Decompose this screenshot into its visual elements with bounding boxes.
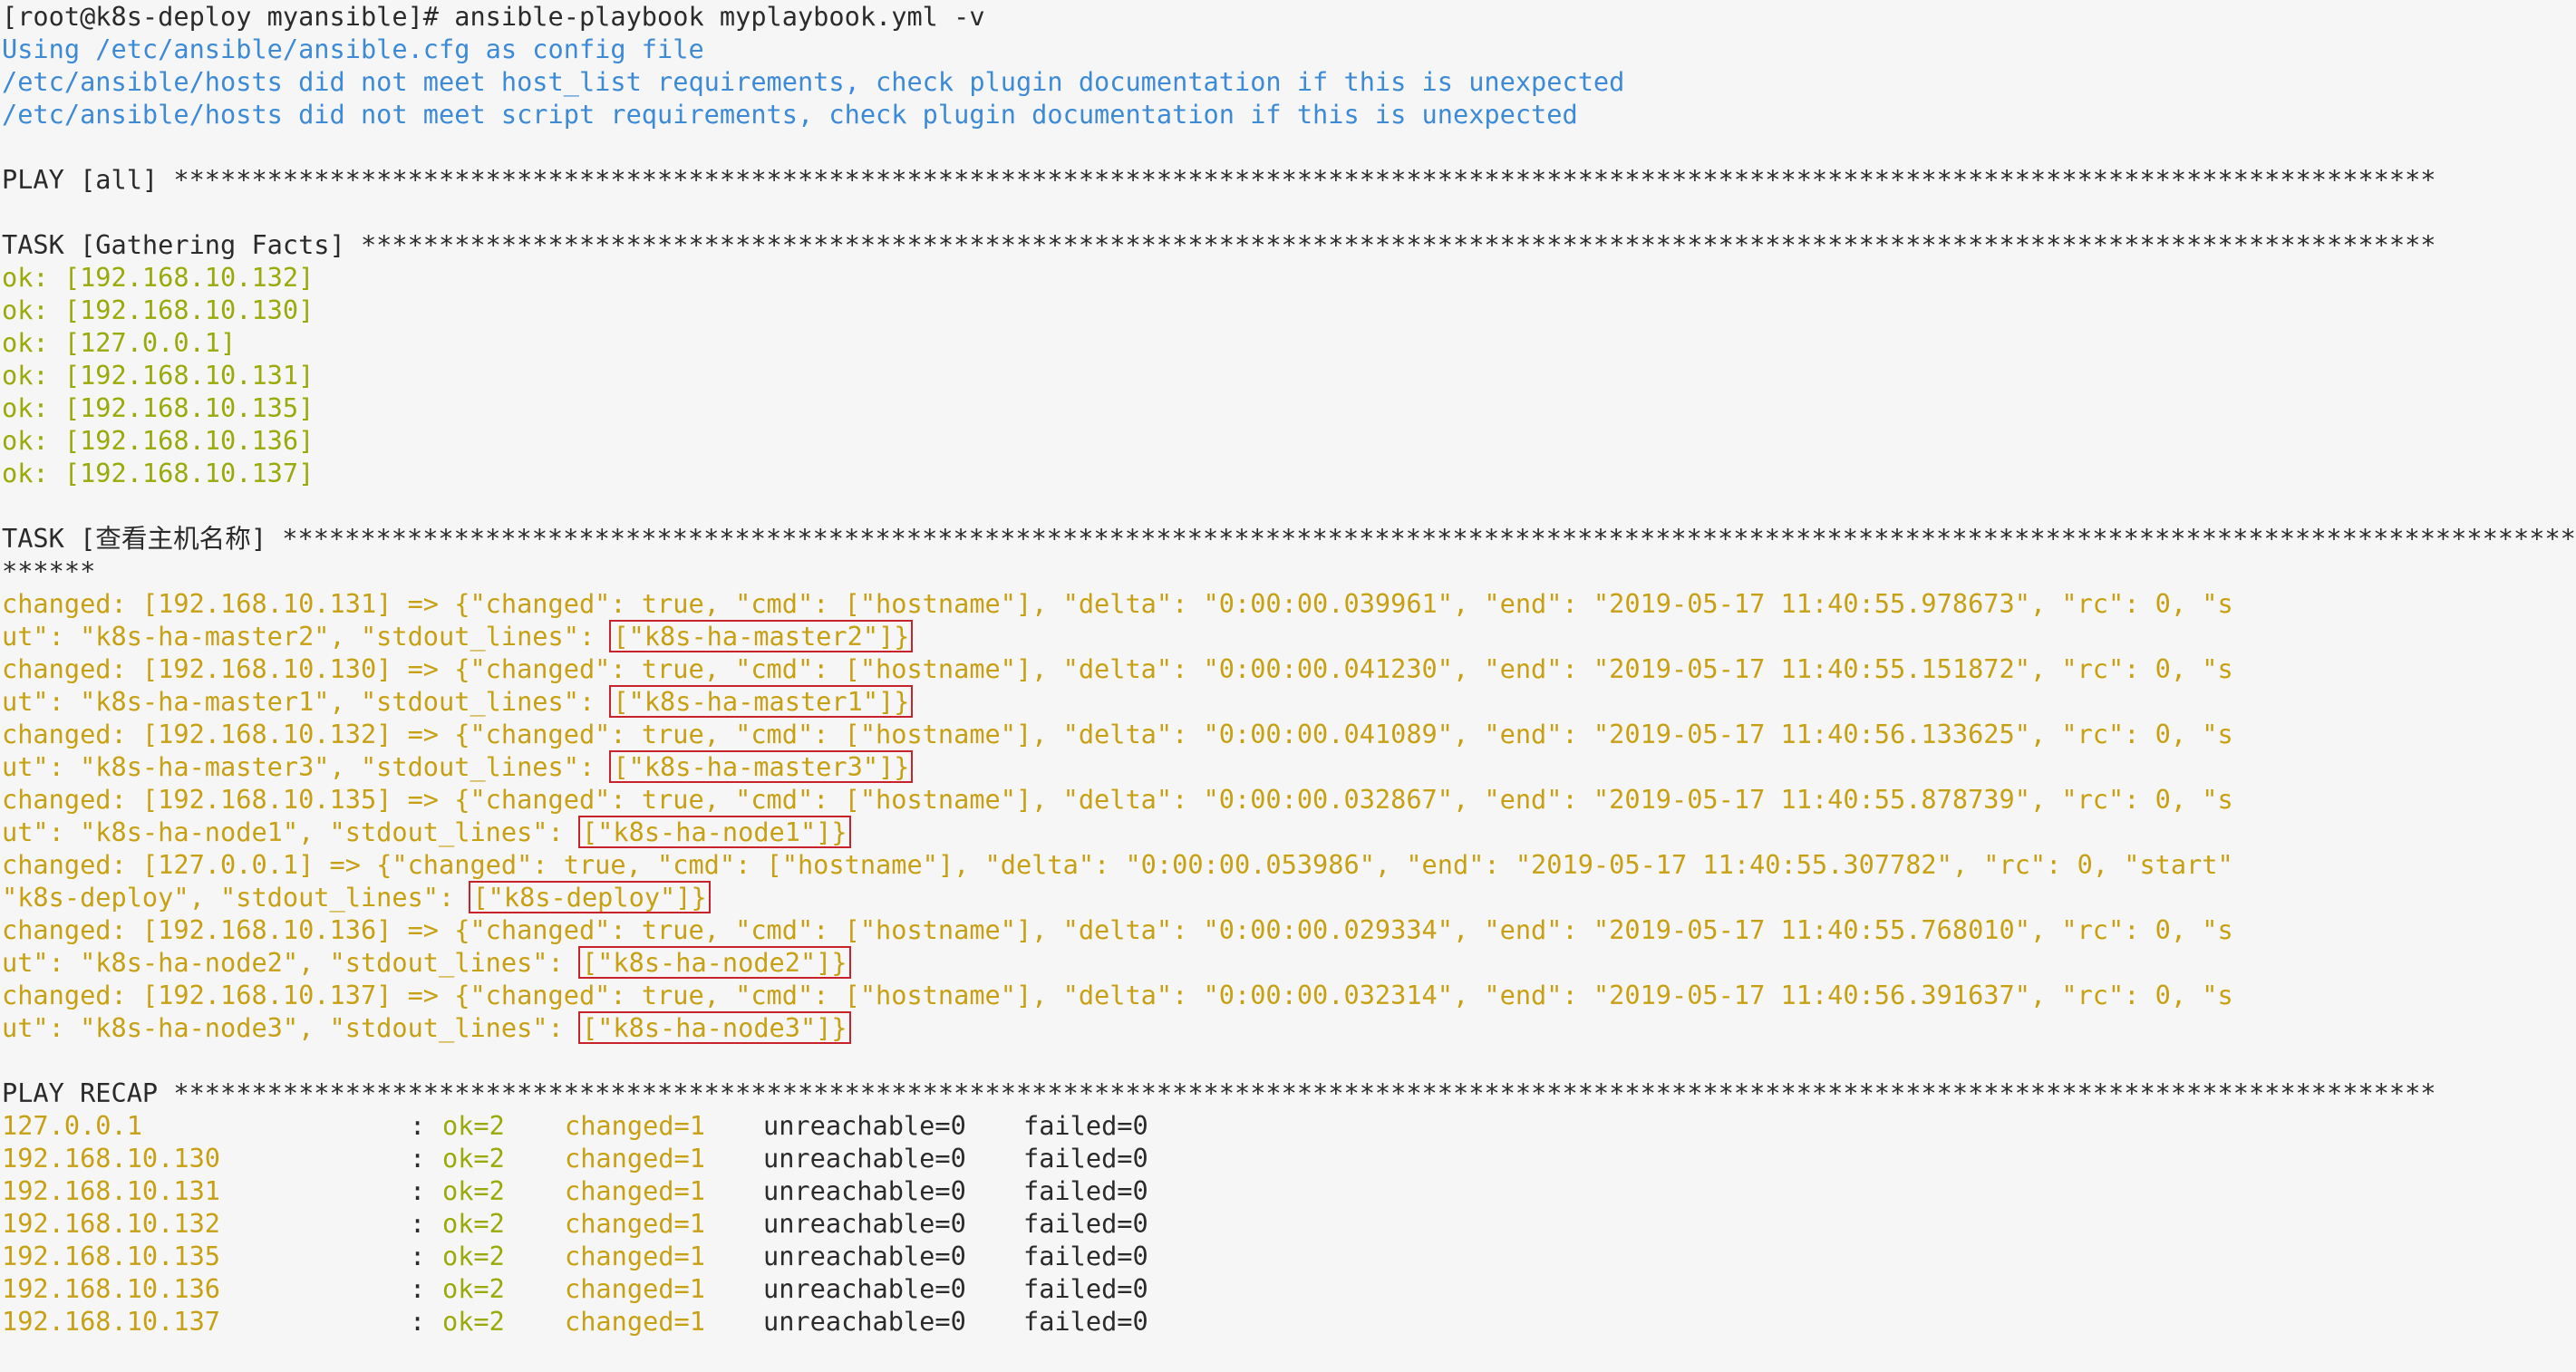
recap-row: 192.168.10.137: ok=2 changed=1 unreachable=… — [2, 1305, 1148, 1338]
stdout-text: ut": "k8s-ha-node2", "stdout_lines": — [2, 947, 579, 978]
recap-host: 192.168.10.135 — [2, 1241, 221, 1271]
changed-result-continuation: ut": "k8s-ha-master3", "stdout_lines": [… — [2, 750, 914, 783]
recap-ok: ok=2 — [442, 1241, 505, 1271]
recap-failed: failed=0 — [1023, 1143, 1148, 1174]
recap-ok: ok=2 — [442, 1306, 505, 1337]
recap-colon: : — [410, 1110, 426, 1141]
command-prompt-line: [root@k8s-deploy myansible]# ansible-pla… — [2, 1, 985, 32]
recap-row: 192.168.10.136: ok=2 changed=1 unreachable=… — [2, 1272, 1148, 1305]
recap-colon: : — [410, 1175, 426, 1206]
stdout-lines-highlight: ["k8s-ha-node2"]} — [577, 946, 851, 979]
recap-ok: ok=2 — [442, 1110, 505, 1141]
changed-result-continuation: ut": "k8s-ha-node3", "stdout_lines": ["k… — [2, 1011, 851, 1044]
changed-result-continuation: "k8s-deploy", "stdout_lines": ["k8s-depl… — [2, 881, 711, 913]
stdout-lines-highlight: ["k8s-ha-node3"]} — [577, 1011, 851, 1044]
fact-ok-line: ok: [192.168.10.130] — [2, 295, 315, 325]
recap-host: 192.168.10.130 — [2, 1143, 221, 1174]
changed-result-line: changed: [192.168.10.131] => {"changed":… — [2, 588, 2233, 619]
stdout-text: ut": "k8s-ha-node3", "stdout_lines": — [2, 1012, 579, 1043]
recap-changed: changed=1 — [565, 1273, 705, 1304]
fact-ok-line: ok: [192.168.10.132] — [2, 262, 315, 293]
recap-failed: failed=0 — [1023, 1306, 1148, 1337]
config-info-line: Using /etc/ansible/ansible.cfg as config… — [2, 34, 704, 64]
changed-result-line: changed: [192.168.10.136] => {"changed":… — [2, 914, 2233, 945]
recap-changed: changed=1 — [565, 1241, 705, 1271]
recap-unreachable: unreachable=0 — [763, 1208, 966, 1239]
recap-changed: changed=1 — [565, 1306, 705, 1337]
recap-unreachable: unreachable=0 — [763, 1241, 966, 1271]
stdout-text: ut": "k8s-ha-master2", "stdout_lines": — [2, 621, 611, 652]
changed-result-line: changed: [127.0.0.1] => {"changed": true… — [2, 849, 2233, 880]
recap-ok: ok=2 — [442, 1175, 505, 1206]
recap-colon: : — [410, 1143, 426, 1174]
recap-colon: : — [410, 1241, 426, 1271]
fact-ok-line: ok: [127.0.0.1] — [2, 327, 237, 358]
recap-unreachable: unreachable=0 — [763, 1110, 966, 1141]
recap-changed: changed=1 — [565, 1175, 705, 1206]
task-header-continuation: ****** — [2, 556, 96, 586]
stdout-lines-highlight: ["k8s-ha-master1"]} — [609, 685, 914, 718]
stdout-lines-highlight: ["k8s-ha-master2"]} — [609, 620, 914, 652]
recap-host: 192.168.10.131 — [2, 1175, 221, 1206]
recap-row: 192.168.10.135: ok=2 changed=1 unreachable=… — [2, 1240, 1148, 1272]
stdout-text: ut": "k8s-ha-node1", "stdout_lines": — [2, 816, 579, 847]
recap-failed: failed=0 — [1023, 1208, 1148, 1239]
fact-ok-line: ok: [192.168.10.135] — [2, 392, 315, 423]
recap-host: 192.168.10.132 — [2, 1208, 221, 1239]
changed-result-line: changed: [192.168.10.132] => {"changed":… — [2, 719, 2233, 749]
recap-unreachable: unreachable=0 — [763, 1143, 966, 1174]
recap-ok: ok=2 — [442, 1143, 505, 1174]
changed-result-line: changed: [192.168.10.137] => {"changed":… — [2, 980, 2233, 1010]
recap-unreachable: unreachable=0 — [763, 1306, 966, 1337]
recap-changed: changed=1 — [565, 1208, 705, 1239]
changed-result-line: changed: [192.168.10.135] => {"changed":… — [2, 784, 2233, 815]
recap-row: 127.0.0.1: ok=2 changed=1 unreachable=0 fail… — [2, 1109, 1148, 1142]
recap-colon: : — [410, 1306, 426, 1337]
recap-failed: failed=0 — [1023, 1110, 1148, 1141]
recap-failed: failed=0 — [1023, 1273, 1148, 1304]
recap-ok: ok=2 — [442, 1273, 505, 1304]
stdout-text: ut": "k8s-ha-master1", "stdout_lines": — [2, 686, 611, 717]
task-header-gathering-facts: TASK [Gathering Facts] *****************… — [2, 229, 2436, 260]
play-header: PLAY [all] *****************************… — [2, 164, 2436, 195]
recap-colon: : — [410, 1273, 426, 1304]
hosts-warning-line: /etc/ansible/hosts did not meet host_lis… — [2, 66, 1625, 97]
recap-unreachable: unreachable=0 — [763, 1175, 966, 1206]
stdout-text: "k8s-deploy", "stdout_lines": — [2, 882, 470, 913]
recap-host: 192.168.10.137 — [2, 1306, 221, 1337]
changed-result-continuation: ut": "k8s-ha-node1", "stdout_lines": ["k… — [2, 816, 851, 848]
stdout-lines-highlight: ["k8s-ha-master3"]} — [609, 750, 914, 783]
recap-row: 192.168.10.131: ok=2 changed=1 unreachable=… — [2, 1174, 1148, 1207]
recap-host: 127.0.0.1 — [2, 1110, 142, 1141]
play-recap-header: PLAY RECAP *****************************… — [2, 1077, 2436, 1108]
changed-result-line: changed: [192.168.10.130] => {"changed":… — [2, 653, 2233, 684]
task-header-hostname: TASK [查看主机名称] **************************… — [2, 523, 2576, 554]
changed-result-continuation: ut": "k8s-ha-node2", "stdout_lines": ["k… — [2, 946, 851, 979]
stdout-lines-highlight: ["k8s-ha-node1"]} — [577, 816, 851, 848]
stdout-text: ut": "k8s-ha-master3", "stdout_lines": — [2, 751, 611, 782]
recap-unreachable: unreachable=0 — [763, 1273, 966, 1304]
recap-failed: failed=0 — [1023, 1241, 1148, 1271]
recap-changed: changed=1 — [565, 1110, 705, 1141]
fact-ok-line: ok: [192.168.10.136] — [2, 425, 315, 456]
recap-failed: failed=0 — [1023, 1175, 1148, 1206]
recap-ok: ok=2 — [442, 1208, 505, 1239]
changed-result-continuation: ut": "k8s-ha-master1", "stdout_lines": [… — [2, 685, 914, 718]
changed-result-continuation: ut": "k8s-ha-master2", "stdout_lines": [… — [2, 620, 914, 652]
recap-host: 192.168.10.136 — [2, 1273, 221, 1304]
recap-row: 192.168.10.132: ok=2 changed=1 unreachable=… — [2, 1207, 1148, 1240]
stdout-lines-highlight: ["k8s-deploy"]} — [469, 881, 711, 913]
hosts-warning-line: /etc/ansible/hosts did not meet script r… — [2, 99, 1578, 130]
fact-ok-line: ok: [192.168.10.137] — [2, 458, 315, 488]
recap-colon: : — [410, 1208, 426, 1239]
recap-row: 192.168.10.130: ok=2 changed=1 unreachable=… — [2, 1142, 1148, 1174]
recap-changed: changed=1 — [565, 1143, 705, 1174]
fact-ok-line: ok: [192.168.10.131] — [2, 360, 315, 391]
